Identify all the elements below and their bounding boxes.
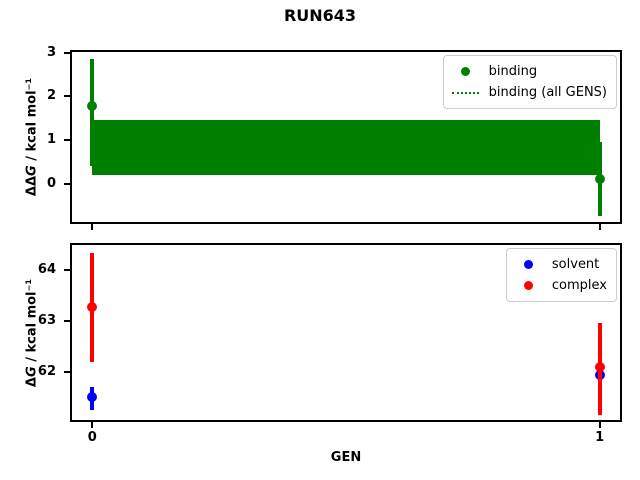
binding-axes: ΔΔG / kcal mol⁻¹ binding binding (all GE… xyxy=(25,45,622,230)
x-tick xyxy=(91,224,94,230)
binding-marker-icon xyxy=(461,67,471,76)
legend-item-binding: binding xyxy=(449,61,607,82)
legend-item-complex: complex xyxy=(512,275,607,296)
y-tick-label: 63 xyxy=(37,313,56,329)
legend-label: solvent xyxy=(551,257,600,272)
y-tick xyxy=(64,139,70,142)
legend-binding: binding binding (all GENS) xyxy=(442,55,617,109)
binding-errorbar xyxy=(90,59,95,167)
legend-label: complex xyxy=(551,278,607,293)
all-gens-mean-line xyxy=(92,146,600,149)
complex-marker-icon xyxy=(524,281,534,290)
y-tick-label: 2 xyxy=(46,88,56,104)
legend-handle xyxy=(449,91,483,94)
legend-dg: solvent complex xyxy=(505,248,617,302)
legend-label: binding xyxy=(488,64,538,79)
complex-point xyxy=(87,302,98,313)
complex-point xyxy=(594,361,605,372)
y-tick-label: 62 xyxy=(37,363,56,379)
x-tick-label: 0 xyxy=(87,430,97,445)
x-tick xyxy=(91,422,94,428)
y-tick xyxy=(64,269,70,272)
y-tick-label: 0 xyxy=(46,175,56,191)
y-tick xyxy=(64,51,70,54)
figure-title: RUN643 xyxy=(283,6,357,25)
y-tick xyxy=(64,182,70,185)
x-tick-label: 1 xyxy=(595,430,605,445)
legend-handle xyxy=(449,67,483,76)
y-tick xyxy=(64,370,70,373)
legend-handle xyxy=(512,260,546,269)
solvent-marker-icon xyxy=(524,260,534,269)
legend-item-binding-all-gens: binding (all GENS) xyxy=(449,82,607,103)
y-tick xyxy=(64,95,70,98)
legend-handle xyxy=(512,281,546,290)
legend-label: binding (all GENS) xyxy=(488,85,607,100)
solvent-point xyxy=(87,392,98,403)
binding-point xyxy=(87,101,98,112)
legend-item-solvent: solvent xyxy=(512,254,607,275)
x-tick xyxy=(598,422,601,428)
y-tick xyxy=(64,320,70,323)
y-tick-label: 1 xyxy=(46,132,56,148)
x-tick xyxy=(598,224,601,230)
y-tick-label: 64 xyxy=(37,262,56,278)
dotted-line-icon xyxy=(452,91,480,94)
y-tick-label: 3 xyxy=(46,44,56,60)
binding-point xyxy=(594,174,605,185)
x-axis-label: GEN xyxy=(330,450,362,465)
